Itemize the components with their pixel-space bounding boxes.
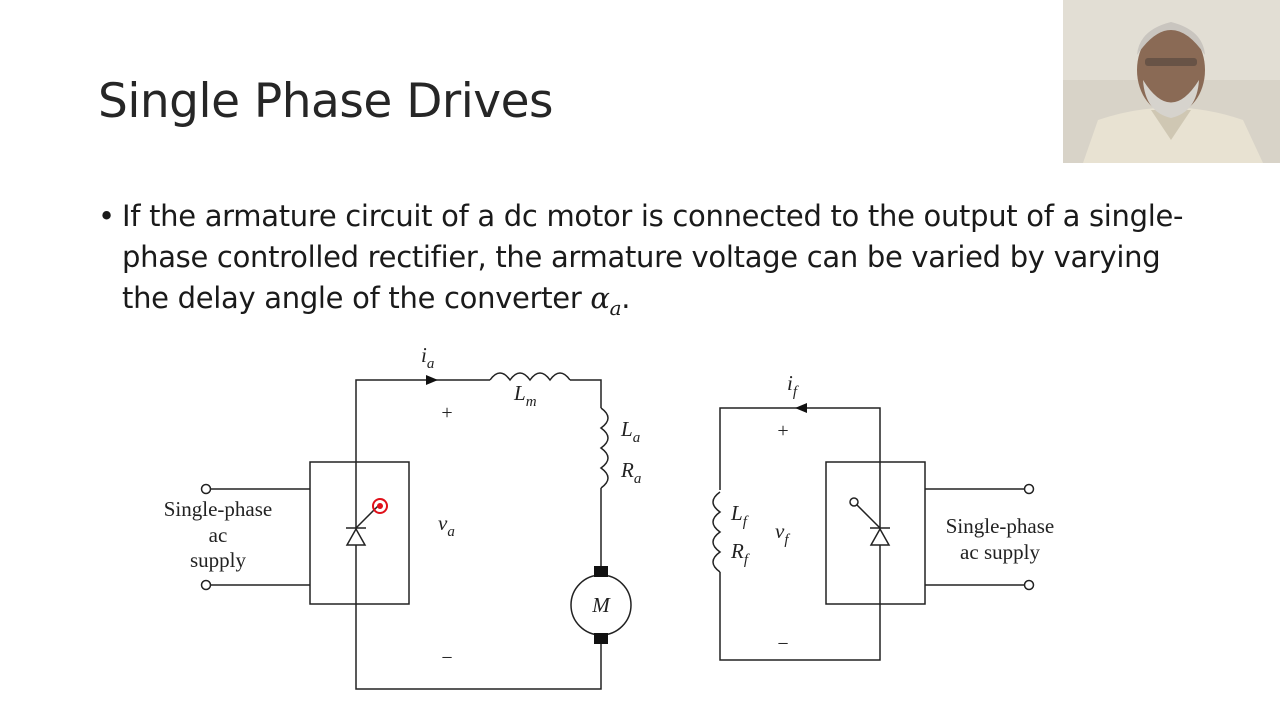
- left-thyristor: [345, 527, 367, 546]
- bullet-text: If the armature circuit of a dc motor is…: [122, 199, 1184, 315]
- right-supply-label-1: Single-phase: [946, 514, 1054, 538]
- rf-label: Rf: [730, 539, 750, 568]
- left-converter-box: [309, 461, 410, 605]
- left-supply-bottom-terminal: [200, 579, 212, 591]
- left-plus-sign: +: [441, 402, 452, 424]
- left-supply-top-terminal: [200, 483, 212, 495]
- left-supply-label-3: supply: [190, 548, 247, 572]
- la-label: La: [620, 417, 640, 446]
- bullet-point: • If the armature circuit of a dc motor …: [98, 196, 1188, 329]
- left-bottom-wire: [355, 604, 602, 690]
- motor-label: M: [591, 593, 611, 617]
- bullet-marker: •: [98, 199, 115, 233]
- ra-label: Ra: [620, 458, 641, 487]
- right-field-bottom-wire: [719, 572, 881, 661]
- lm-label: Lm: [513, 381, 537, 410]
- right-supply-top-terminal: [1023, 483, 1035, 495]
- delay-angle-symbol: αa: [590, 281, 622, 320]
- right-plus-sign: +: [777, 420, 788, 442]
- right-converter-box: [825, 461, 926, 605]
- left-top-right-wire: [570, 379, 602, 408]
- lf-label: Lf: [730, 501, 749, 530]
- vf-label: vf: [775, 519, 790, 548]
- slide-title: Single Phase Drives: [98, 74, 554, 129]
- right-field-top-wire: [719, 407, 881, 490]
- left-minus-sign: −: [441, 647, 452, 669]
- right-minus-sign: −: [777, 633, 788, 655]
- right-supply-label-2: ac supply: [960, 540, 1040, 564]
- va-label: va: [438, 511, 455, 540]
- bullet-text-block: If the armature circuit of a dc motor is…: [122, 196, 1188, 329]
- right-thyristor: [869, 527, 891, 546]
- inductor-la: [599, 407, 609, 489]
- presenter-webcam: [1063, 0, 1280, 163]
- left-supply-label-2: ac: [209, 523, 228, 547]
- ia-label: ia: [421, 343, 434, 372]
- inductor-lm: [489, 372, 571, 382]
- ia-arrow: [426, 375, 438, 385]
- motor-bottom-brush: [594, 633, 608, 644]
- right-supply-bottom-terminal: [1023, 579, 1035, 591]
- presenter-image: [1063, 0, 1280, 163]
- inductor-lf: [712, 491, 722, 573]
- if-label: if: [787, 371, 799, 400]
- motor-top-brush: [594, 566, 608, 577]
- bullet-end: .: [621, 281, 631, 315]
- left-supply-label-1: Single-phase: [164, 497, 272, 521]
- left-armature-top-wire: [355, 379, 490, 462]
- laser-pointer-dot: [372, 498, 388, 514]
- if-arrow: [795, 403, 807, 413]
